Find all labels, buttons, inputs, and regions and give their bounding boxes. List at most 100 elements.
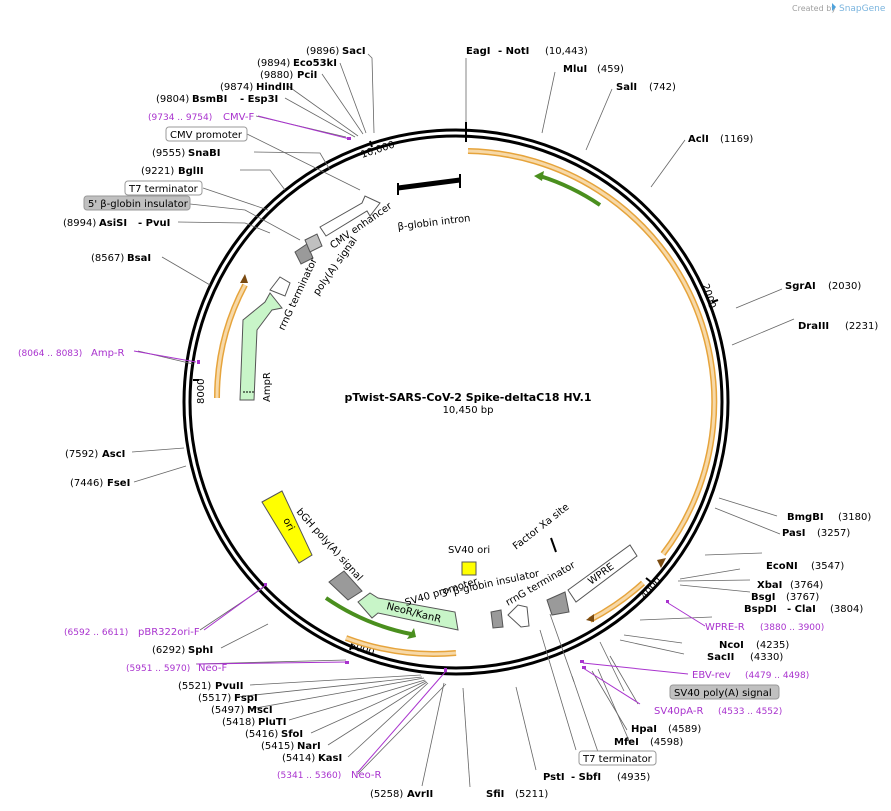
label-5-beta-globin-insulator: 5' β-globin insulator — [88, 199, 189, 210]
ori-arrow — [261, 490, 313, 564]
enzyme-xbaI[interactable]: XbaI — [757, 580, 782, 591]
enzyme-fspI[interactable]: FspI — [234, 693, 258, 704]
enzyme-ncoI[interactable]: NcoI — [719, 640, 744, 651]
enzyme-ascI[interactable]: AscI — [102, 449, 125, 460]
grey-box-right — [546, 591, 570, 616]
primer-cmv-f[interactable]: CMV-F — [223, 112, 254, 123]
spike-orf-arrowhead — [657, 558, 666, 568]
enzyme-mscI[interactable]: MscI — [247, 705, 273, 716]
enzyme-ascI-pos: (7592) — [65, 449, 98, 460]
enzyme-bspDI[interactable]: BspDI — [744, 604, 777, 615]
primer-sv40pa-r[interactable]: SV40pA-R — [654, 706, 703, 717]
enzyme-pluTI[interactable]: PluTI — [258, 717, 286, 728]
enzyme-pvuI[interactable]: - PvuI — [138, 218, 170, 229]
boxed-labels: CMV promoter T7 terminator 5' β-globin i… — [83, 126, 780, 766]
enzyme-sfiI-pos: (5211) — [515, 789, 548, 800]
primer-marks — [197, 137, 669, 672]
ruler-label-8000: 8000 — [196, 379, 207, 404]
green-arrow-bottom-head — [407, 628, 416, 639]
box-sv40-poly-a-signal — [669, 684, 780, 700]
box-cmv-promoter — [165, 126, 248, 142]
enzyme-eco53kI[interactable]: Eco53kI — [293, 58, 337, 69]
enzyme-ecoNI[interactable]: EcoNI — [766, 561, 798, 572]
enzyme-kasI-pos: (5414) — [282, 753, 315, 764]
bgh-poly-a-box — [328, 570, 363, 601]
enzyme-mscI-pos: (5497) — [211, 705, 244, 716]
enzyme-eco53kI-pos: (9894) — [257, 58, 290, 69]
backbone-inner — [188, 134, 724, 670]
enzyme-bmgBI-pos: (3180) — [838, 512, 871, 523]
label-sv40-ori: SV40 ori — [448, 545, 490, 556]
enzyme-ecoNI-pos: (3547) — [811, 561, 844, 572]
primer-amp-r-range: (8064 .. 8083) — [18, 349, 82, 359]
enzyme-sacI[interactable]: SacI — [342, 46, 366, 57]
enzyme-mfeI[interactable]: MfeI — [614, 737, 639, 748]
enzyme-hpaI[interactable]: HpaI — [631, 724, 657, 735]
enzymes-right: EagI - NotI (10,443) MluI (459) SalI (74… — [466, 46, 878, 783]
enzyme-sacII[interactable]: SacII — [707, 652, 734, 663]
enzyme-pvuII-pos: (5521) — [178, 681, 211, 692]
primer-ebv-rev[interactable]: EBV-rev — [692, 670, 731, 681]
box-t7-terminator-right — [578, 750, 657, 766]
enzyme-pvuII[interactable]: PvuII — [215, 681, 243, 692]
enzyme-xbaI-pos: (3764) — [790, 580, 823, 591]
enzyme-mluI[interactable]: MluI — [563, 64, 587, 75]
rrng-terminator-arrow-left — [269, 276, 291, 297]
enzyme-notI-pos: (10,443) — [545, 46, 588, 57]
enzyme-bmgBI[interactable]: BmgBI — [787, 512, 824, 523]
enzyme-eagI[interactable]: EagI — [466, 46, 490, 57]
enzyme-sacII-pos: (4330) — [750, 652, 783, 663]
enzyme-bsaI[interactable]: BsaI — [127, 253, 151, 264]
enzyme-pciI[interactable]: PciI — [297, 70, 317, 81]
beta-globin-intron-bar — [397, 177, 461, 191]
enzyme-aclI[interactable]: AclI — [688, 134, 709, 145]
plasmid-length: 10,450 bp — [443, 405, 494, 416]
enzyme-mluI-pos: (459) — [597, 64, 624, 75]
enzyme-pluTI-pos: (5418) — [222, 717, 255, 728]
box-5-beta-globin-insulator — [83, 195, 191, 211]
enzyme-fseI[interactable]: FseI — [107, 478, 130, 489]
enzyme-sphI[interactable]: SphI — [188, 645, 213, 656]
enzyme-notI[interactable]: - NotI — [498, 46, 529, 57]
enzyme-sbfI[interactable]: - SbfI — [571, 772, 601, 783]
enzyme-pstI[interactable]: PstI — [543, 772, 565, 783]
enzyme-pasI[interactable]: PasI — [782, 528, 805, 539]
enzyme-asiSI-pos: (8994) — [63, 218, 96, 229]
primer-neo-f[interactable]: Neo-F — [198, 663, 228, 674]
snapgene-brand: SnapGene — [839, 4, 886, 14]
enzyme-bsmBI[interactable]: BsmBI — [192, 94, 227, 105]
primer-wpre-r[interactable]: WPRE-R — [705, 622, 745, 633]
enzyme-bsgI[interactable]: BsgI — [751, 592, 775, 603]
orf-band-2-arrowhead — [586, 614, 594, 622]
label-cmv-promoter: CMV promoter — [170, 130, 243, 141]
primer-pbr322ori-f[interactable]: pBR322ori-F — [138, 627, 200, 638]
enzyme-draIII[interactable]: DraIII — [798, 321, 829, 332]
enzyme-asiSI[interactable]: AsiSI — [99, 218, 127, 229]
enzyme-kasI[interactable]: KasI — [318, 753, 342, 764]
enzyme-mfeI-pos: (4598) — [650, 737, 683, 748]
enzyme-narI[interactable]: NarI — [297, 741, 321, 752]
label-beta-globin-intron: β-globin intron — [397, 213, 471, 233]
label-t7-terminator-left: T7 terminator — [128, 184, 199, 195]
enzyme-claI[interactable]: - ClaI — [787, 604, 816, 615]
enzymes-left: (9896) SacI (9894) Eco53kI (9880) PciI (… — [63, 46, 548, 800]
enzyme-snaBI[interactable]: SnaBI — [188, 148, 220, 159]
enzyme-bglII[interactable]: BglII — [178, 166, 204, 177]
enzyme-sgrAI[interactable]: SgrAI — [785, 281, 816, 292]
enzyme-sfiI[interactable]: SfiI — [486, 789, 504, 800]
enzyme-sfoI[interactable]: SfoI — [281, 729, 303, 740]
enzyme-esp3I[interactable]: - Esp3I — [240, 94, 278, 105]
label-ampr: AmpR — [262, 372, 273, 402]
enzyme-avrII[interactable]: AvrII — [407, 789, 433, 800]
spike-orf-outline — [467, 148, 718, 556]
enzyme-hindIII[interactable]: HindIII — [256, 82, 293, 93]
orf-band-4-arrowhead — [240, 274, 248, 283]
primer-neo-r[interactable]: Neo-R — [351, 770, 382, 781]
primer-cmv-f-range: (9734 .. 9754) — [148, 113, 212, 123]
enzyme-ncoI-pos: (4235) — [756, 640, 789, 651]
enzyme-salI[interactable]: SalI — [616, 82, 637, 93]
primer-amp-r[interactable]: Amp-R — [91, 348, 125, 359]
label-factor-xa-site: Factor Xa site — [511, 502, 571, 553]
spike-orf-band — [467, 149, 716, 555]
ampr-arrow — [239, 292, 283, 401]
